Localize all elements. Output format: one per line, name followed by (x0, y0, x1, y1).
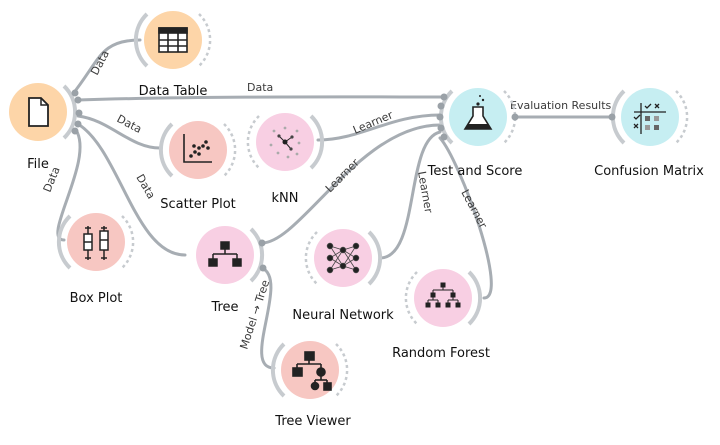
link-label-file-test-score: Data (247, 81, 273, 94)
link-nn-test-score[interactable] (378, 130, 442, 260)
node-label-test-and-score: Test and Score (427, 164, 523, 179)
link-file-tree[interactable] (76, 122, 187, 257)
node-neural-network[interactable] (304, 229, 383, 287)
node-label-random-forest: Random Forest (392, 346, 490, 361)
node-file[interactable] (9, 83, 83, 141)
node-data-table[interactable] (133, 11, 212, 69)
node-label-tree-viewer: Tree Viewer (275, 414, 351, 429)
node-label-confusion-matrix: Confusion Matrix (594, 164, 704, 179)
node-random-forest[interactable] (404, 269, 483, 327)
node-label-neural-network: Neural Network (292, 308, 394, 323)
random-forest-icon (425, 282, 461, 308)
node-label-data-table: Data Table (138, 84, 208, 99)
link-label-test-score-confusion: Evaluation Results (510, 99, 612, 112)
knn-icon (269, 126, 301, 159)
tree-icon (208, 241, 242, 267)
table-icon (158, 27, 188, 53)
link-label-knn-test-score: Learner (351, 108, 395, 137)
node-tree-viewer[interactable] (270, 341, 349, 399)
tree-viewer-icon (292, 351, 332, 391)
box-plot-icon (83, 226, 109, 260)
link-rf-test-score[interactable] (438, 136, 493, 300)
scatter-plot-icon (183, 134, 212, 163)
node-label-scatter-plot: Scatter Plot (160, 197, 236, 212)
link-label-tree-test-score: Learner (323, 156, 362, 195)
link-file-test-score[interactable] (76, 95, 446, 102)
link-tree-tree-viewer[interactable] (260, 266, 276, 370)
link-knn-test-score[interactable] (316, 113, 442, 142)
node-test-and-score[interactable] (436, 88, 519, 146)
link-label-file-tree: Data (133, 172, 157, 201)
node-box-plot[interactable] (56, 213, 135, 271)
link-file-scatter[interactable] (76, 114, 162, 150)
flask-icon (463, 95, 493, 130)
node-scatter-plot[interactable] (158, 121, 237, 179)
link-label-file-data-table: Data (88, 48, 112, 77)
node-tree[interactable] (196, 226, 267, 284)
file-icon (28, 97, 49, 127)
confusion-matrix-icon (633, 103, 666, 134)
node-label-box-plot: Box Plot (69, 291, 123, 306)
neural-network-icon (326, 242, 360, 274)
link-label-rf-test-score: Learner (458, 187, 489, 231)
link-tree-test-score[interactable] (260, 123, 442, 245)
node-knn[interactable] (246, 113, 325, 171)
node-confusion-matrix[interactable] (608, 88, 689, 146)
link-file-data-table[interactable] (70, 38, 142, 97)
node-label-file: File (27, 157, 49, 172)
node-label-knn: kNN (271, 191, 299, 206)
node-label-tree: Tree (211, 300, 239, 315)
